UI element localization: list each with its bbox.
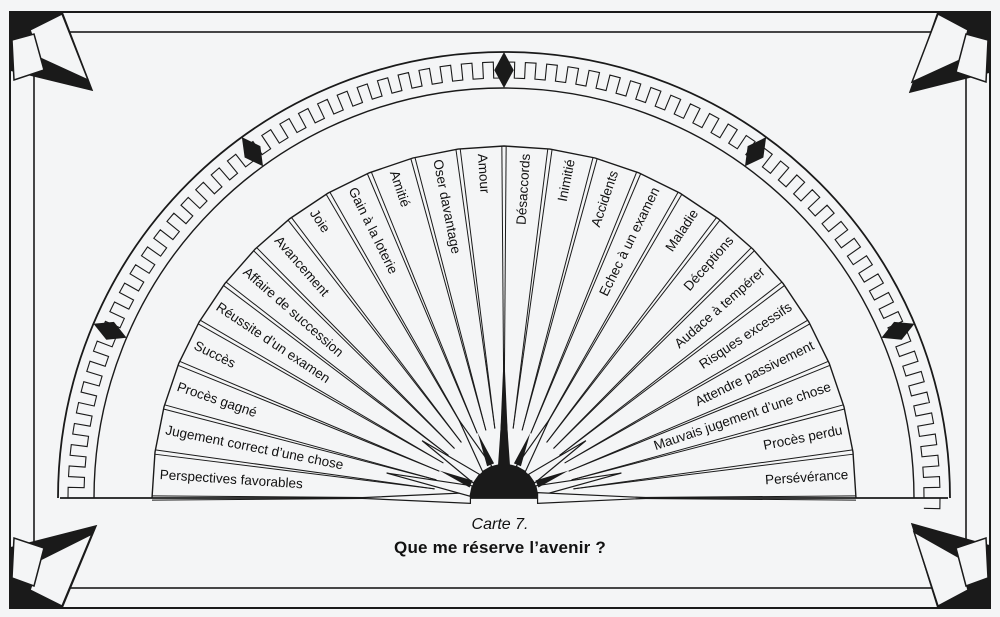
star-ray bbox=[536, 492, 655, 504]
arch-diamond-marker bbox=[494, 52, 514, 88]
segment-divider bbox=[414, 157, 487, 431]
star-dark-point bbox=[439, 470, 473, 488]
segment-divider bbox=[291, 217, 462, 443]
star-ray bbox=[535, 472, 622, 497]
segment-divider bbox=[568, 360, 829, 472]
arch-diamond-marker bbox=[241, 137, 264, 167]
segment-divider bbox=[530, 173, 642, 434]
segment-divider bbox=[325, 193, 470, 438]
segment-divider bbox=[573, 453, 854, 490]
center-star bbox=[353, 348, 655, 504]
card-title: Que me réserve l’avenir ? bbox=[394, 538, 606, 557]
segment-divider bbox=[521, 157, 594, 431]
segment-divider bbox=[163, 408, 437, 481]
segment-divider bbox=[564, 319, 809, 464]
fan-outer-edge bbox=[151, 145, 857, 499]
segment-label: Avancement bbox=[272, 233, 333, 299]
segment-divider bbox=[154, 453, 435, 490]
corner-ornament-top-left bbox=[9, 11, 94, 92]
segment-divider bbox=[253, 250, 455, 449]
segment-divider bbox=[179, 360, 440, 472]
star-needle bbox=[499, 348, 509, 464]
segment-divider bbox=[287, 219, 462, 443]
segment-label: Amour bbox=[475, 153, 493, 194]
star-dark-point bbox=[535, 470, 569, 488]
outer-frame bbox=[9, 11, 991, 609]
segment-divider bbox=[546, 219, 721, 443]
segment-label: Joie bbox=[307, 206, 333, 235]
segment-divider bbox=[197, 323, 444, 464]
segment-divider bbox=[512, 148, 549, 429]
segment-divider bbox=[155, 449, 435, 490]
star-ray bbox=[353, 492, 472, 504]
segment-divider bbox=[199, 319, 444, 464]
segment-divider bbox=[366, 173, 478, 434]
segment-divider bbox=[564, 323, 811, 464]
card-number: Carte 7. bbox=[471, 516, 529, 533]
segment-divider bbox=[530, 171, 638, 434]
corner-ornament-top-right bbox=[908, 11, 991, 94]
segment-divider bbox=[573, 449, 853, 490]
center-sun bbox=[470, 464, 538, 498]
segment-divider bbox=[553, 247, 752, 449]
arch-diamond-marker bbox=[93, 321, 127, 340]
arch-inner-line bbox=[93, 87, 915, 499]
segment-label: Inimitié bbox=[555, 158, 578, 203]
segment-divider bbox=[164, 404, 437, 481]
segment-divider bbox=[538, 193, 683, 438]
segment-divider bbox=[329, 191, 470, 438]
corner-ornament-bottom-left bbox=[9, 524, 98, 609]
segment-label: Accidents bbox=[588, 168, 621, 228]
segment-label: Perspectives favorables bbox=[159, 467, 303, 491]
segment-divider bbox=[568, 364, 831, 472]
segment-divider bbox=[370, 171, 478, 434]
segment-divider bbox=[459, 148, 496, 429]
segment-label: Persévérance bbox=[765, 467, 849, 487]
segment-divider bbox=[177, 364, 440, 472]
segment-label: Déceptions bbox=[681, 233, 737, 294]
arch-diamond-marker bbox=[744, 137, 767, 167]
segment-divider bbox=[256, 247, 455, 449]
star-ray bbox=[386, 472, 473, 497]
segment-divider bbox=[571, 408, 845, 481]
segment-divider bbox=[559, 281, 783, 456]
star-ray bbox=[527, 440, 587, 484]
star-dark-point bbox=[477, 433, 495, 467]
segment-label: Affaire de succession bbox=[240, 264, 346, 360]
segment-divider bbox=[546, 217, 717, 443]
segment-divider bbox=[512, 149, 553, 429]
arch-diamond-marker bbox=[881, 321, 915, 340]
star-ray bbox=[421, 440, 481, 484]
segment-divider bbox=[410, 158, 487, 431]
segment-divider bbox=[455, 149, 496, 429]
segment-label: Désaccords bbox=[513, 153, 533, 225]
segment-label: Gain à la loterie bbox=[346, 185, 401, 276]
segment-divider bbox=[521, 158, 598, 431]
star-ray bbox=[515, 419, 550, 473]
segment-divider bbox=[225, 281, 449, 456]
segment-divider bbox=[223, 285, 449, 456]
inner-frame bbox=[33, 31, 967, 589]
segment-divider bbox=[559, 285, 785, 456]
segment-label: Amitié bbox=[387, 169, 413, 209]
corner-ornament-bottom-right bbox=[910, 522, 991, 609]
decorative-arch bbox=[57, 51, 951, 510]
star-ray bbox=[458, 419, 493, 473]
segment-divider bbox=[553, 250, 755, 449]
segment-divider bbox=[538, 191, 679, 438]
segment-label: Procès gagné bbox=[175, 379, 259, 420]
segment-label: Maladie bbox=[662, 206, 701, 254]
star-dark-point bbox=[513, 433, 531, 467]
segment-divider bbox=[571, 404, 844, 481]
